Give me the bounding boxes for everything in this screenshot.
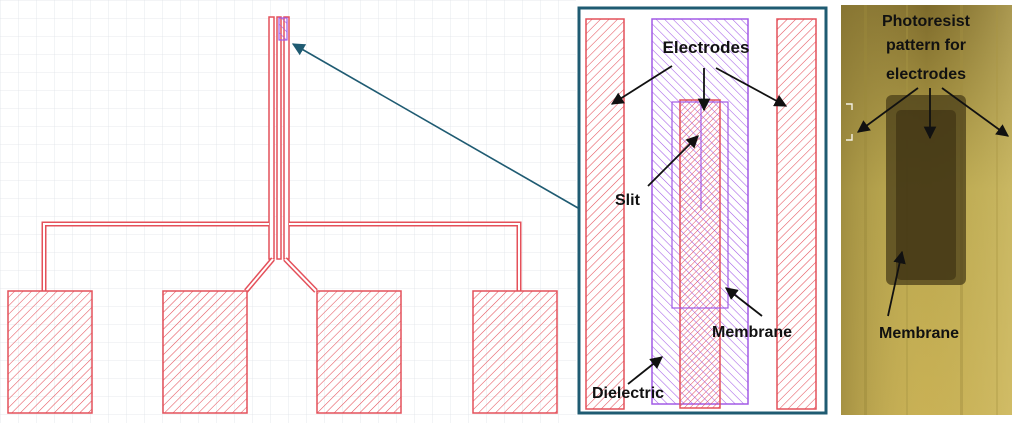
arrow-slit <box>647 135 699 187</box>
photo-label-membrane: Membrane <box>879 325 959 342</box>
photo-arrow-right <box>941 87 1010 137</box>
arrow-electrode-right <box>715 67 788 107</box>
bus-lines <box>41 221 522 293</box>
electrode-left <box>585 18 625 410</box>
zoom-arrow <box>291 43 579 209</box>
bond-pad-4 <box>472 290 558 414</box>
photo-panel: Photoresist pattern for electrodes Membr… <box>841 5 1012 415</box>
arrow-membrane <box>725 287 763 317</box>
label-dielectric: Dielectric <box>592 385 664 402</box>
photo-arrow-membrane <box>887 250 906 317</box>
label-electrodes: Electrodes <box>663 38 750 57</box>
zoom-panel: Electrodes Slit Membrane Dielectric <box>577 6 828 415</box>
photo-label-line1: Photoresist <box>882 13 971 30</box>
alignment-mark <box>846 103 853 141</box>
electrode-right <box>776 18 817 410</box>
device-zoom-region <box>278 17 288 41</box>
photo-arrow-left <box>856 87 919 133</box>
label-slit: Slit <box>615 192 641 209</box>
bond-pad-2 <box>162 290 248 414</box>
label-membrane: Membrane <box>712 324 792 341</box>
bond-pad-1 <box>7 290 93 414</box>
photo-label-line2: pattern for <box>886 37 966 54</box>
arrow-dielectric <box>627 356 663 385</box>
arrow-electrode-left <box>610 65 673 105</box>
membrane-region <box>679 99 721 409</box>
feed-lines <box>268 16 290 260</box>
photo-label-line3: electrodes <box>886 66 966 83</box>
bond-pad-3 <box>316 290 402 414</box>
layout-panel <box>0 0 576 423</box>
